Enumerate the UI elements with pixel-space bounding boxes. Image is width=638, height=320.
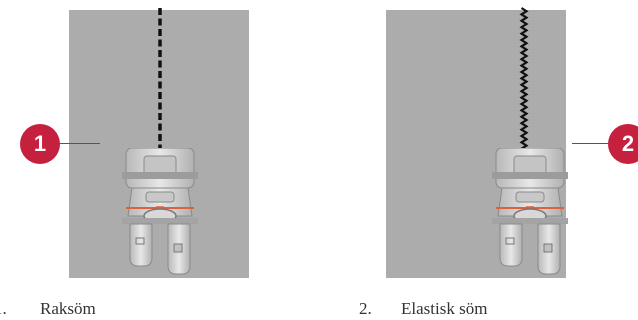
figure-panel-straight-stitch: [69, 8, 249, 278]
caption-1: 1. Raksöm: [0, 299, 96, 319]
presser-foot-icon: [492, 148, 568, 275]
caption-number-2: 2.: [359, 299, 372, 318]
caption-number-1: 1.: [0, 299, 7, 318]
elastic-stitch-line: [519, 7, 529, 157]
caption-label-1: Raksöm: [40, 299, 96, 318]
callout-leader-1: [60, 143, 100, 144]
callout-badge-2: 2: [608, 124, 638, 164]
straight-stitch-line: [158, 8, 162, 158]
figure-panel-elastic-stitch: [386, 7, 568, 278]
caption-label-2: Elastisk söm: [401, 299, 488, 318]
callout-leader-2: [572, 143, 612, 144]
presser-foot-icon: [122, 148, 198, 275]
caption-2: 2. Elastisk söm: [359, 299, 487, 319]
callout-badge-1: 1: [20, 124, 60, 164]
